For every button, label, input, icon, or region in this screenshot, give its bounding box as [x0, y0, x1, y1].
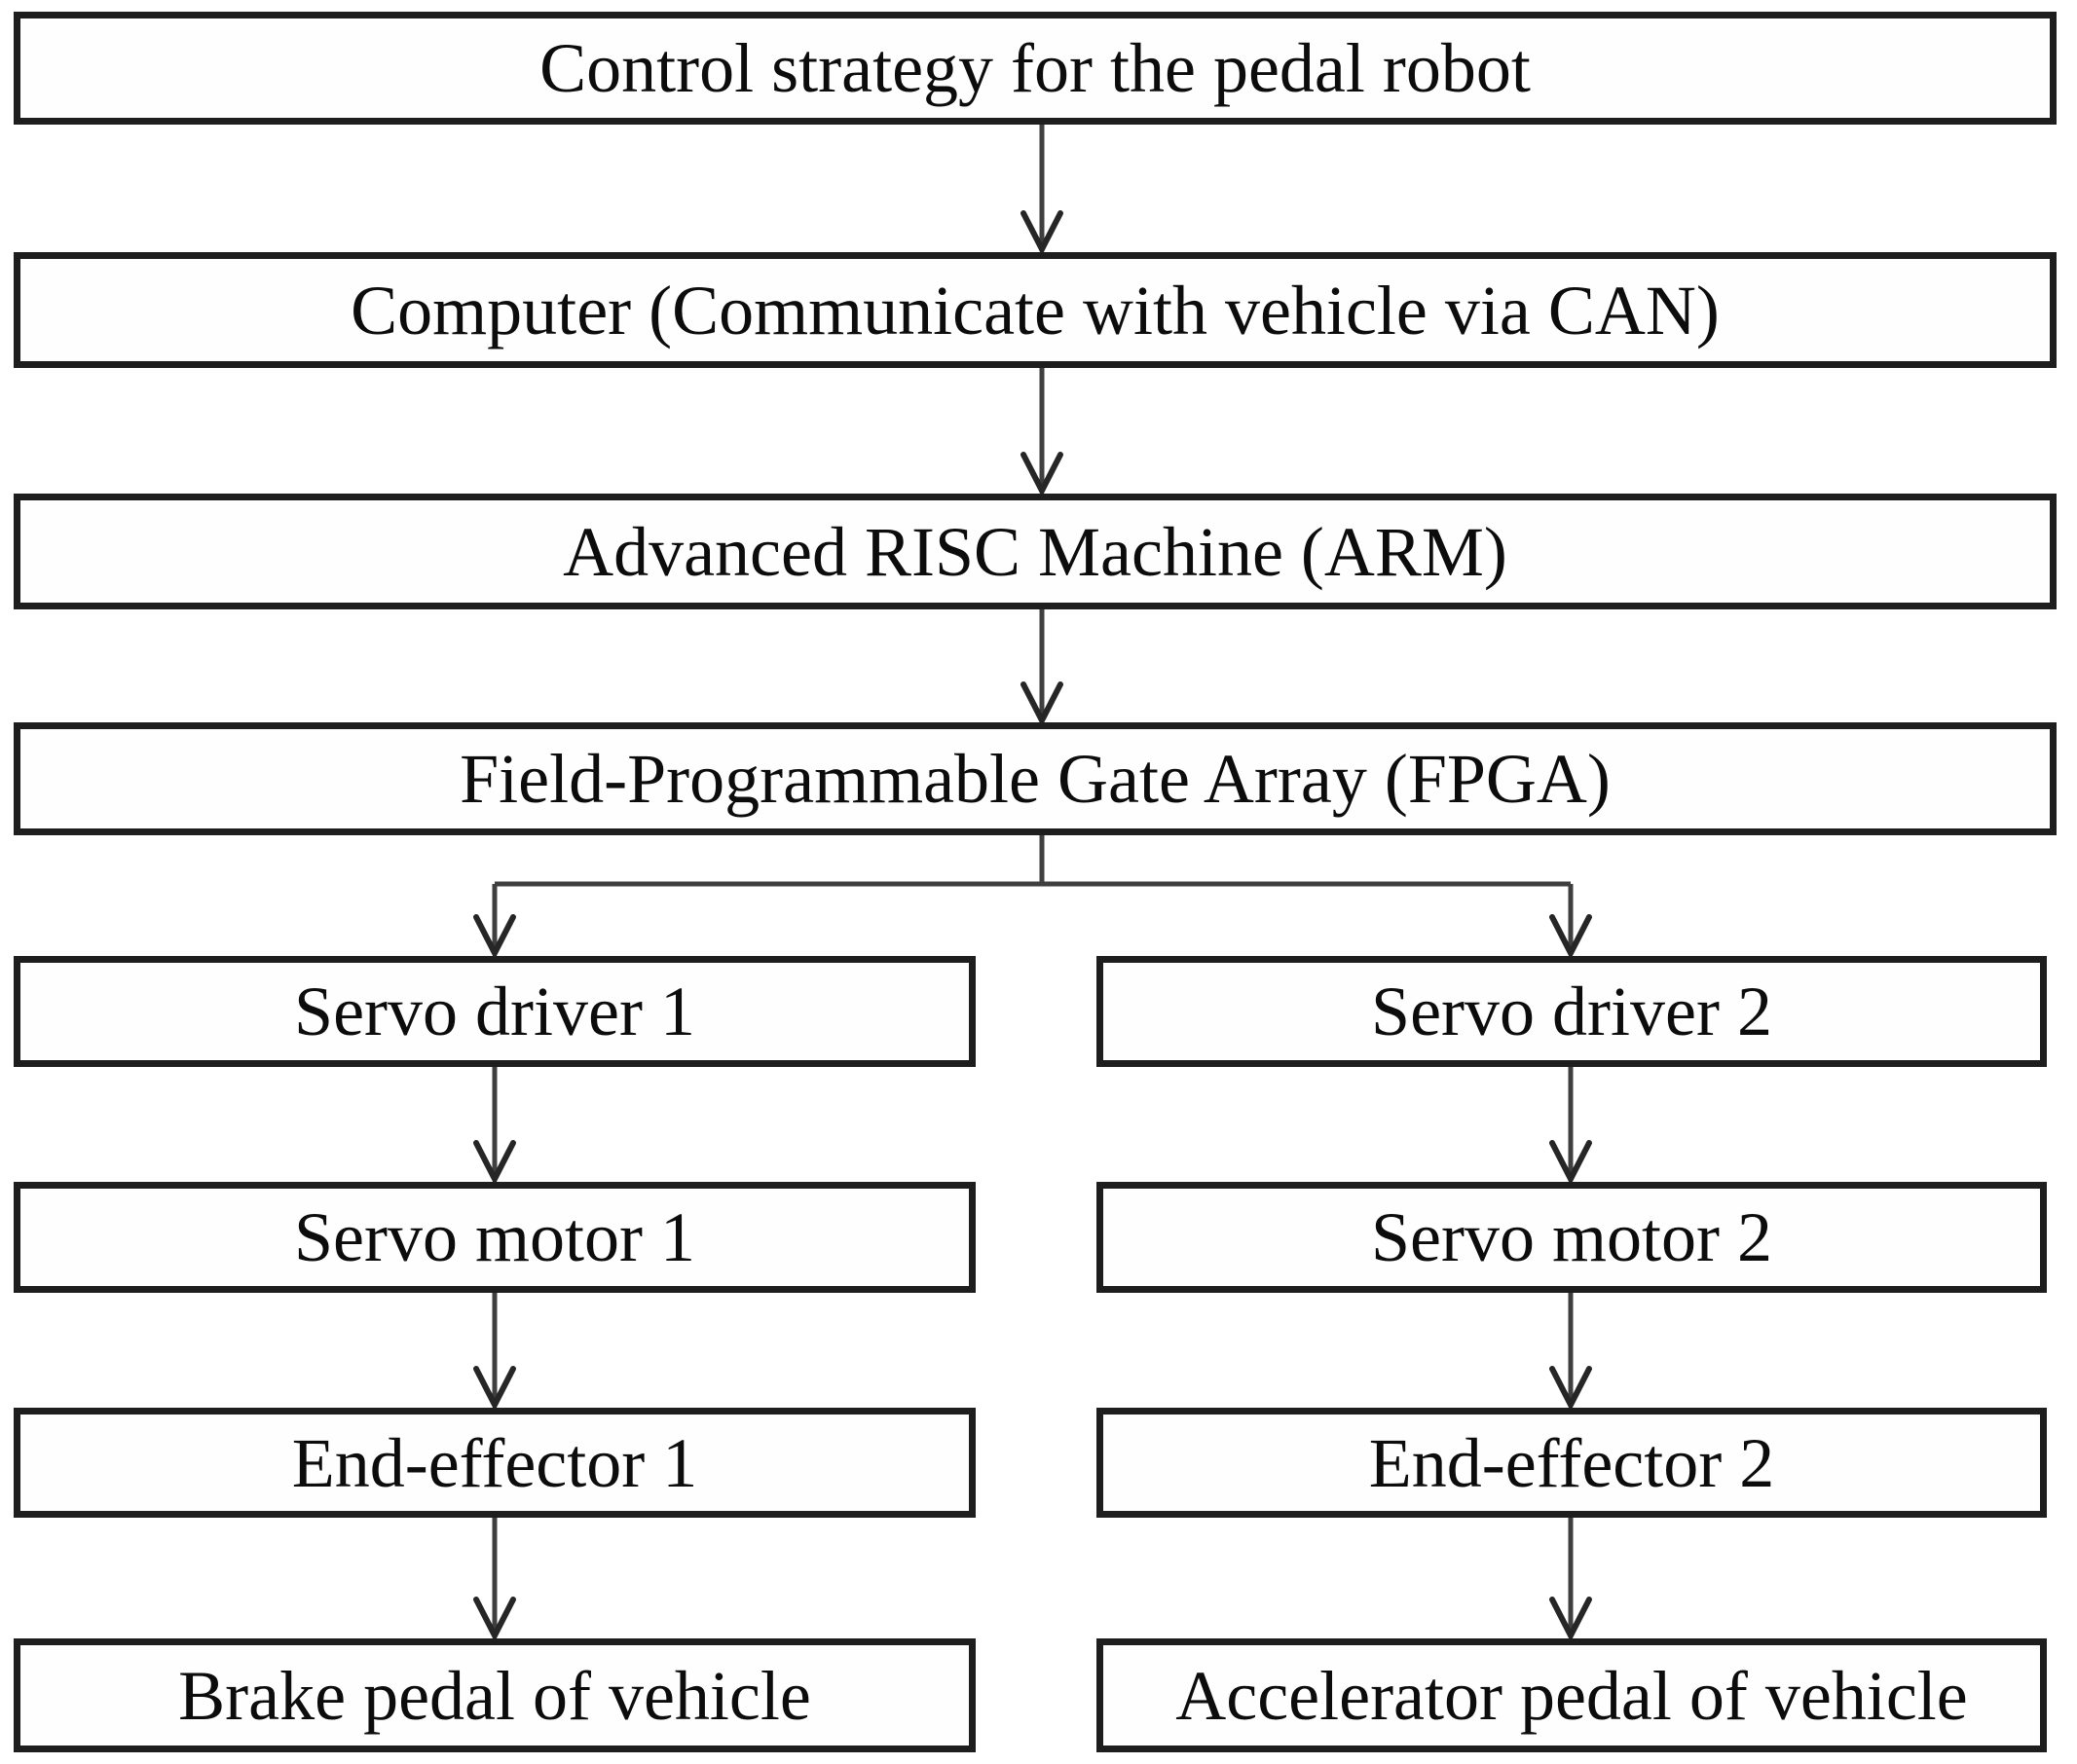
node-computer: Computer (Communicate with vehicle via C… — [14, 252, 2057, 368]
node-end-effector-2: End-effector 2 — [1096, 1408, 2047, 1518]
node-accelerator-pedal: Accelerator pedal of vehicle — [1096, 1638, 2047, 1752]
node-arm: Advanced RISC Machine (ARM) — [14, 494, 2057, 609]
node-control-strategy: Control strategy for the pedal robot — [14, 12, 2057, 125]
node-end-effector-1: End-effector 1 — [14, 1408, 976, 1518]
node-servo-motor-1: Servo motor 1 — [14, 1182, 976, 1293]
node-fpga: Field-Programmable Gate Array (FPGA) — [14, 722, 2057, 835]
connector-fpga-branch — [495, 835, 1571, 887]
node-servo-motor-2: Servo motor 2 — [1096, 1182, 2047, 1293]
node-servo-driver-2: Servo driver 2 — [1096, 956, 2047, 1067]
node-servo-driver-1: Servo driver 1 — [14, 956, 976, 1067]
node-brake-pedal: Brake pedal of vehicle — [14, 1638, 976, 1752]
